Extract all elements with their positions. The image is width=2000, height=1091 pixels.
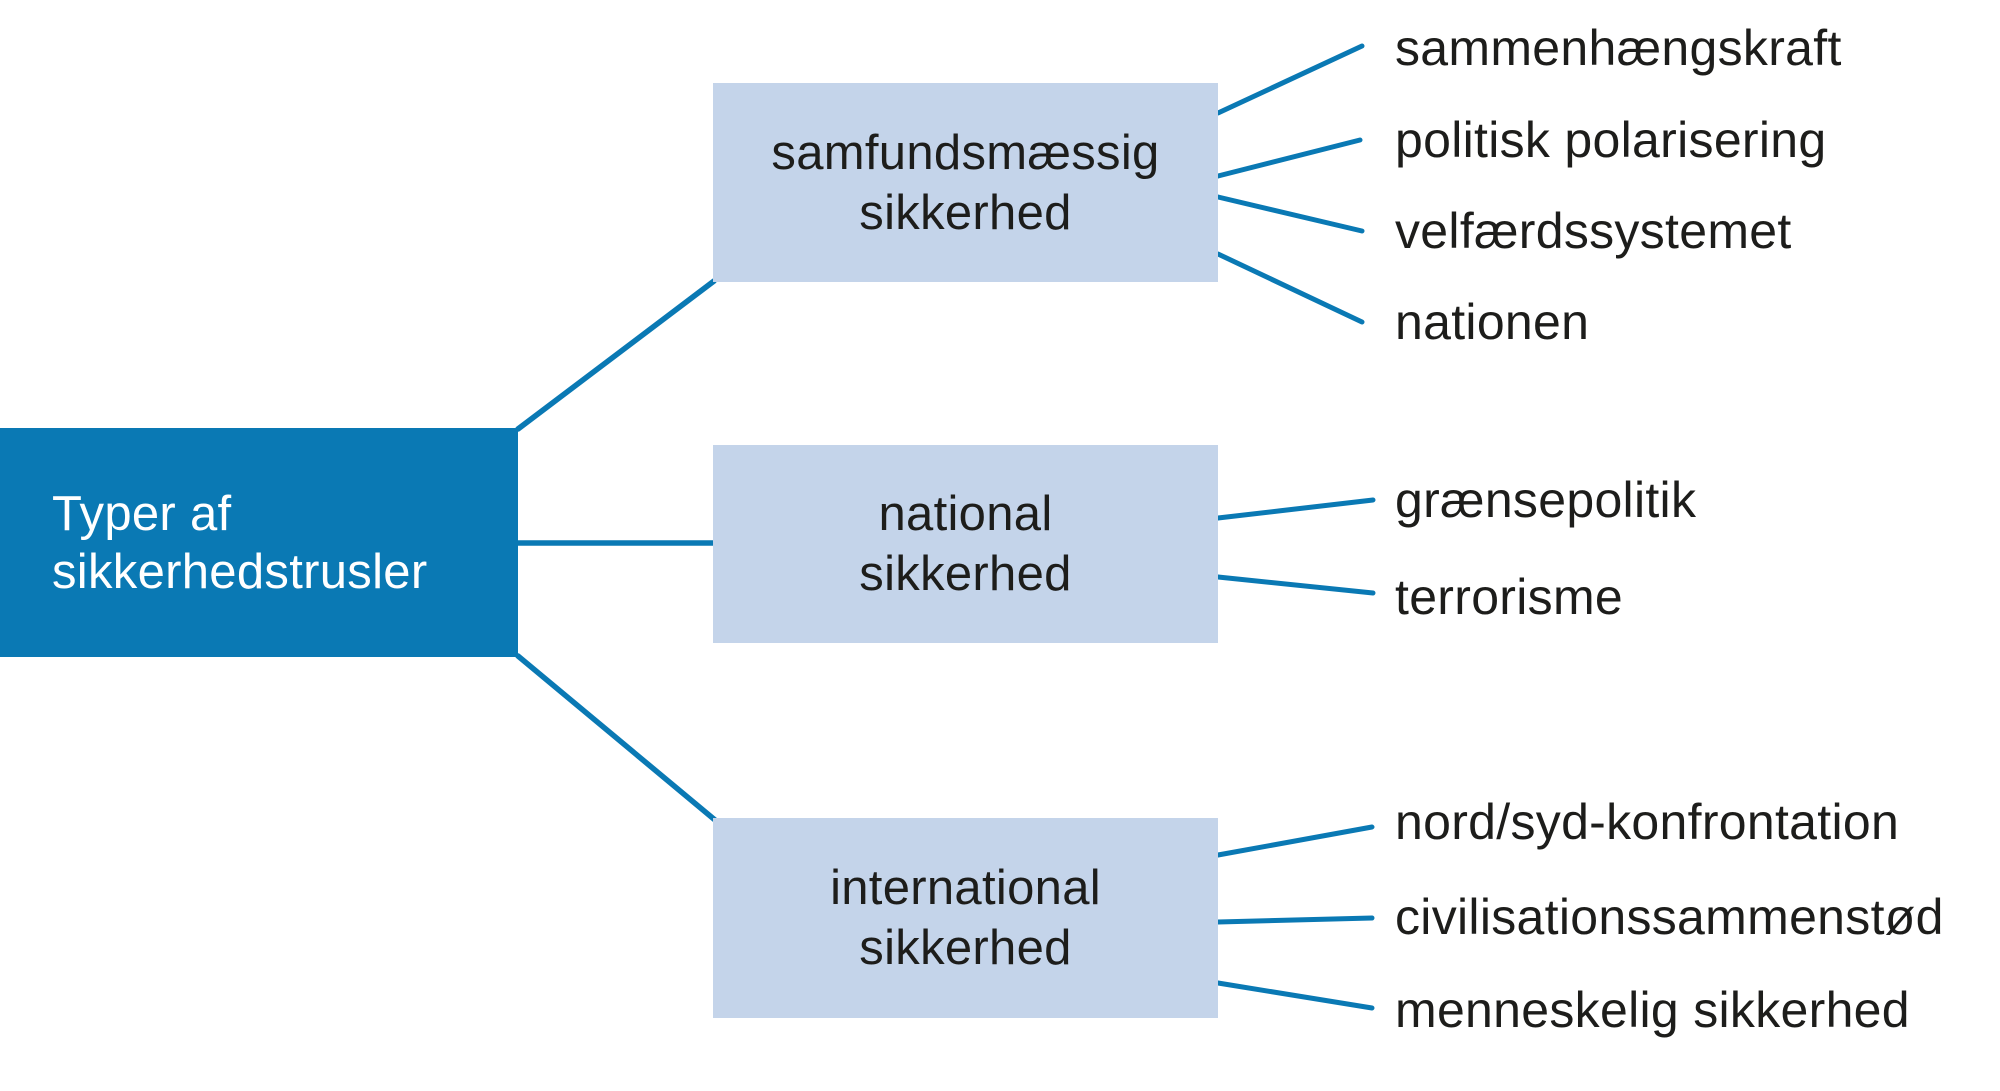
connector-branch-1-leaf-1 xyxy=(1215,574,1376,596)
connector-branch-0-leaf-1 xyxy=(1215,137,1363,179)
leaf-label-nationen: nationen xyxy=(1395,294,1590,350)
leaf-label-civilisationssammenstoed: civilisationssammenstød xyxy=(1395,889,1944,945)
connector-branch-2-leaf-0 xyxy=(1215,824,1375,858)
root-node-label: Typer af sikkerhedstrusler xyxy=(52,486,428,599)
branch-node-label: samfundsmæssig sikkerhed xyxy=(771,125,1160,240)
leaf-label-graensepolitik: grænsepolitik xyxy=(1395,472,1697,528)
leaf-label-velfaerdssystemet: velfærdssystemet xyxy=(1395,203,1792,259)
connector-root-to-branch-2 xyxy=(515,653,718,823)
branch-node-label: national sikkerhed xyxy=(859,487,1072,601)
leaf-label-terrorisme: terrorisme xyxy=(1395,569,1624,625)
branch-node-label: international sikkerhed xyxy=(830,861,1101,975)
leaf-label-menneskelig-sikkerhed: menneskelig sikkerhed xyxy=(1395,982,1910,1038)
leaf-label-nord-syd-konfrontation: nord/syd-konfrontation xyxy=(1395,794,1900,850)
connector-branch-0-leaf-3 xyxy=(1215,251,1365,325)
connector-root-to-branch-0 xyxy=(515,278,717,432)
leaf-label-politisk-polarisering: politisk polarisering xyxy=(1395,112,1827,168)
connector-branch-0-leaf-2 xyxy=(1215,194,1365,234)
connector-branch-1-leaf-0 xyxy=(1215,497,1376,521)
connector-branch-2-leaf-1 xyxy=(1215,915,1375,925)
leaf-label-sammenhaengskraft: sammenhængskraft xyxy=(1395,20,1842,76)
connector-branch-0-leaf-0 xyxy=(1215,43,1365,116)
connector-branch-2-leaf-2 xyxy=(1215,980,1375,1011)
branch-node-international-sikkerhed: international sikkerhed xyxy=(713,818,1218,1018)
branch-node-samfundsmaessig-sikkerhed: samfundsmæssig sikkerhed xyxy=(713,83,1218,282)
branch-node-national-sikkerhed: national sikkerhed xyxy=(713,445,1218,643)
root-node-typer-af-sikkerhedstrusler: Typer af sikkerhedstrusler xyxy=(0,428,518,657)
